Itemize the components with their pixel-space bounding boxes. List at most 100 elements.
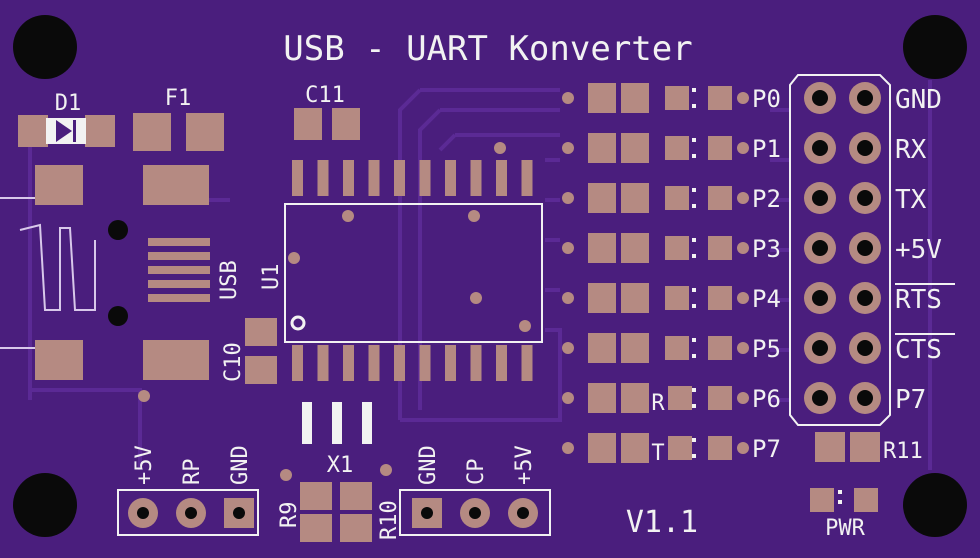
pad bbox=[588, 183, 616, 213]
pad bbox=[668, 436, 692, 460]
pad bbox=[708, 136, 732, 160]
u1-label: U1 bbox=[259, 264, 284, 291]
diode-arrow-icon bbox=[56, 120, 72, 142]
mounting-hole-icon bbox=[903, 15, 967, 79]
chip-pin bbox=[445, 345, 456, 381]
chip-pin bbox=[368, 345, 380, 381]
pad bbox=[186, 113, 224, 151]
r10-label: R10 bbox=[377, 500, 402, 540]
right-jumper-header: GND CP +5V bbox=[399, 445, 551, 536]
pin-hole-icon bbox=[812, 190, 828, 206]
port-label: P3 bbox=[752, 235, 781, 263]
pad bbox=[665, 286, 689, 310]
pwr-label: PWR bbox=[825, 516, 865, 541]
chip-pin bbox=[394, 345, 405, 381]
pad bbox=[588, 233, 616, 263]
pad bbox=[245, 356, 277, 384]
chip-pin bbox=[419, 160, 431, 196]
jumper-label: CP bbox=[464, 459, 489, 486]
via bbox=[562, 442, 574, 454]
chip-pin bbox=[343, 160, 354, 196]
pin-hole-icon bbox=[857, 90, 873, 106]
pad bbox=[708, 236, 732, 260]
pad bbox=[621, 433, 649, 463]
header-pin-label: +5V bbox=[895, 235, 942, 265]
chip-pin bbox=[470, 345, 482, 381]
via bbox=[737, 392, 749, 404]
pad bbox=[668, 386, 692, 410]
board-title: USB - UART Konverter bbox=[283, 29, 692, 69]
usb-hole-icon bbox=[108, 220, 128, 240]
pad bbox=[133, 113, 171, 151]
port-label: P6 bbox=[752, 385, 781, 413]
pad bbox=[665, 236, 689, 260]
pad bbox=[143, 165, 209, 205]
port-row: P5 bbox=[562, 333, 781, 363]
pad bbox=[85, 115, 115, 147]
c11-label: C11 bbox=[305, 83, 345, 108]
pad bbox=[588, 83, 616, 113]
vias bbox=[138, 142, 531, 481]
via bbox=[737, 442, 749, 454]
port-row: P4 bbox=[562, 283, 781, 313]
jumper-label: +5V bbox=[512, 445, 537, 485]
port-row: P3 bbox=[562, 233, 781, 263]
chip-pin bbox=[292, 345, 303, 381]
pin-hole-icon bbox=[857, 140, 873, 156]
pin-hole-icon bbox=[812, 290, 828, 306]
pad bbox=[665, 86, 689, 110]
chip-pin bbox=[521, 160, 533, 196]
pin-hole-icon bbox=[857, 390, 873, 406]
pad bbox=[665, 336, 689, 360]
c10-label: C10 bbox=[221, 342, 246, 382]
pad bbox=[18, 115, 48, 147]
f1-fuse: F1 bbox=[133, 86, 224, 151]
r9-label: R9 bbox=[277, 502, 302, 529]
via bbox=[562, 242, 574, 254]
pin-hole-icon bbox=[137, 507, 149, 519]
version-label: V1.1 bbox=[626, 505, 698, 540]
via bbox=[562, 92, 574, 104]
pin-hole-icon bbox=[857, 240, 873, 256]
via bbox=[562, 292, 574, 304]
pin-hole-icon bbox=[857, 340, 873, 356]
pin-hole-icon bbox=[517, 507, 529, 519]
port-label: P4 bbox=[752, 285, 781, 313]
jumper-label: GND bbox=[416, 445, 441, 485]
chip-pin bbox=[317, 345, 329, 381]
pad bbox=[588, 133, 616, 163]
chip-pin bbox=[521, 345, 533, 381]
pad bbox=[708, 86, 732, 110]
pin-hole-icon bbox=[857, 290, 873, 306]
chip-pin bbox=[343, 345, 354, 381]
jumper-label: GND bbox=[228, 445, 253, 485]
r-label: R bbox=[651, 391, 665, 416]
chip-pin bbox=[419, 345, 431, 381]
port-row: P7 bbox=[562, 433, 781, 463]
r11-resistor: R11 bbox=[815, 432, 923, 464]
port-label: P2 bbox=[752, 185, 781, 213]
port-label: P5 bbox=[752, 335, 781, 363]
chip-pin bbox=[496, 345, 507, 381]
pin-hole-icon bbox=[857, 190, 873, 206]
pad bbox=[621, 133, 649, 163]
t-label: T bbox=[651, 441, 664, 466]
via bbox=[737, 142, 749, 154]
pad bbox=[665, 136, 689, 160]
jumper-label: RP bbox=[180, 459, 205, 486]
chip-pin bbox=[292, 160, 303, 196]
via bbox=[737, 342, 749, 354]
copper-traces bbox=[28, 80, 932, 470]
pad bbox=[708, 336, 732, 360]
header-pin-label: GND bbox=[895, 85, 942, 115]
mounting-hole-icon bbox=[13, 473, 77, 537]
c10-capacitor: C10 bbox=[221, 318, 277, 384]
usb-hole-icon bbox=[108, 306, 128, 326]
pin1-marker-icon bbox=[290, 315, 306, 331]
via bbox=[562, 342, 574, 354]
port-row: P1 bbox=[562, 133, 781, 163]
via bbox=[562, 392, 574, 404]
port-label: P1 bbox=[752, 135, 781, 163]
